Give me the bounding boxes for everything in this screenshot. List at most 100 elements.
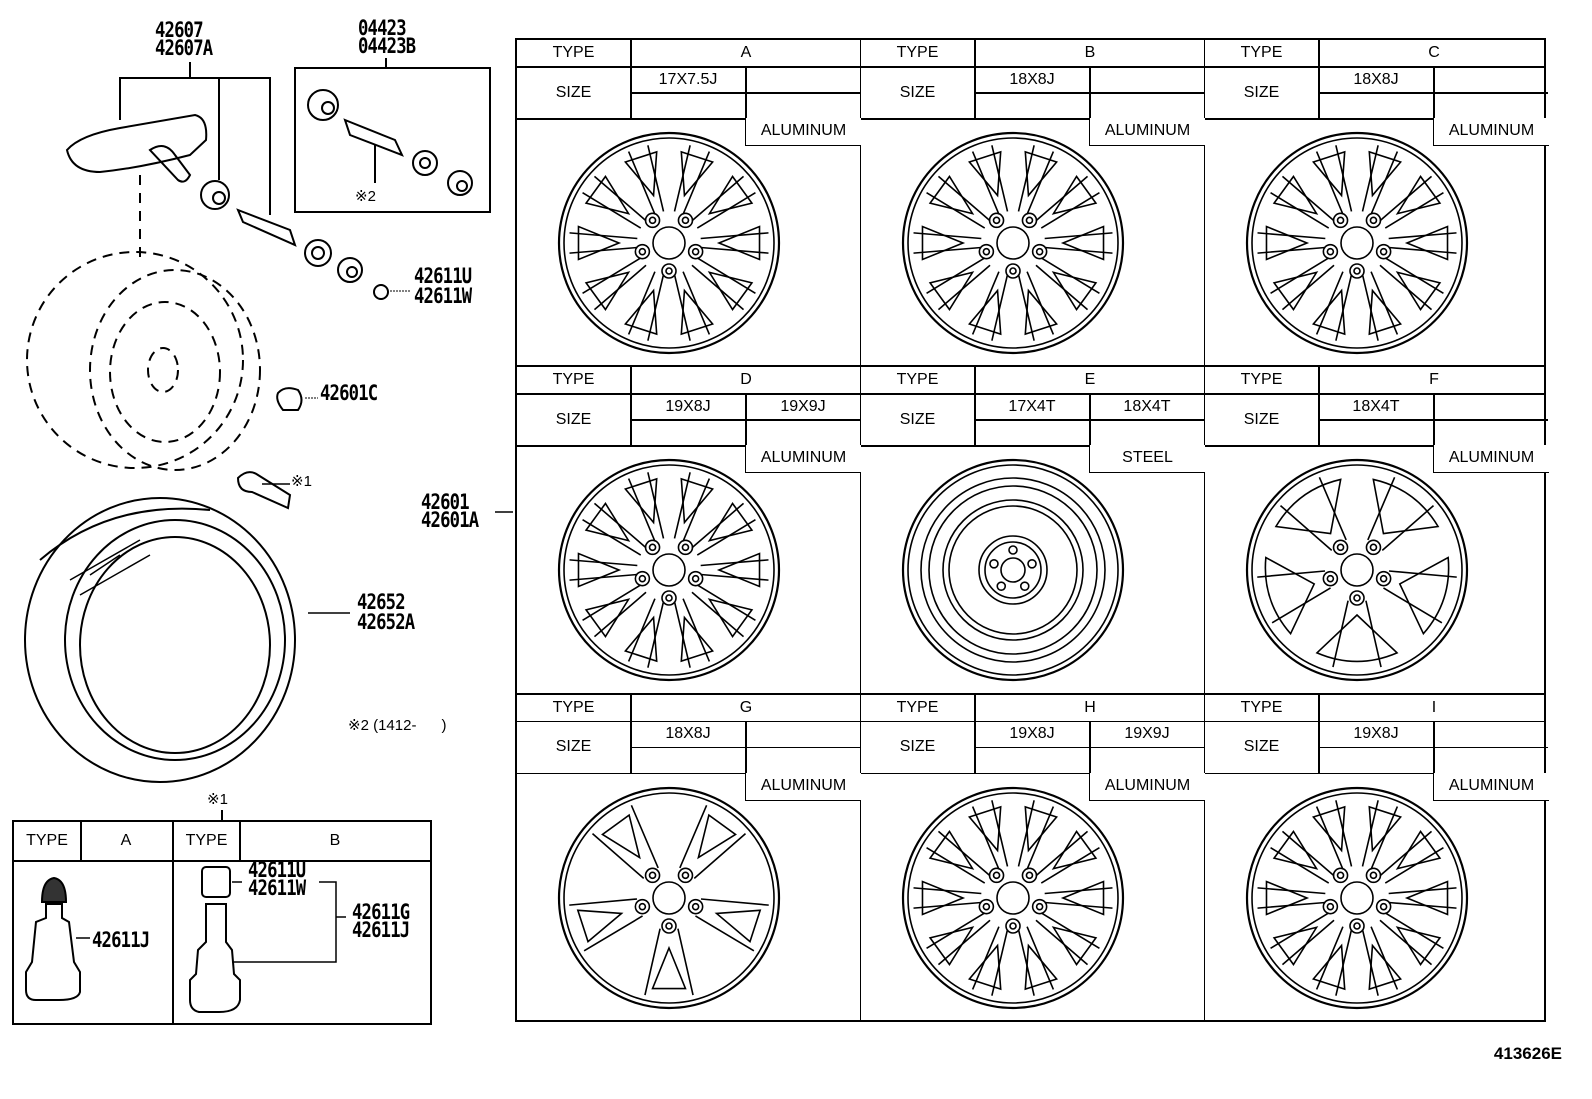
type-label: TYPE bbox=[1240, 698, 1283, 716]
size-value-2 bbox=[1090, 67, 1204, 92]
divider bbox=[517, 772, 860, 775]
part-number-42601c[interactable]: 42601C bbox=[320, 381, 378, 405]
part-number-04423b[interactable]: 04423B bbox=[358, 34, 416, 58]
divider bbox=[517, 445, 860, 447]
divider bbox=[517, 720, 860, 723]
size-label: SIZE bbox=[899, 738, 936, 756]
divider bbox=[1205, 720, 1544, 723]
divider bbox=[630, 694, 632, 773]
type-label: TYPE bbox=[1240, 371, 1283, 389]
part-number-04423[interactable]: 04423 bbox=[358, 16, 407, 40]
material-label: ALUMINUM bbox=[1089, 118, 1205, 146]
wheel-illustration-split-spoke bbox=[901, 786, 1125, 1009]
divider bbox=[1318, 694, 1320, 773]
footnote-note-2: ※2 (1412- ) bbox=[348, 717, 447, 734]
part-number-42611w[interactable]: 42611W bbox=[414, 284, 472, 308]
size-value-2 bbox=[746, 722, 860, 747]
type-value: D bbox=[740, 371, 752, 389]
size-value-1: 18X8J bbox=[665, 725, 711, 743]
divider bbox=[745, 393, 747, 446]
part-number-42652a[interactable]: 42652A bbox=[357, 610, 415, 634]
valve-type-a-label: TYPE bbox=[26, 832, 68, 849]
size-label: SIZE bbox=[1243, 410, 1280, 428]
divider bbox=[861, 445, 1204, 447]
size-value-1: 18X8J bbox=[1353, 70, 1399, 88]
divider bbox=[630, 367, 632, 446]
size-label: SIZE bbox=[555, 410, 592, 428]
divider bbox=[1433, 66, 1435, 118]
type-label: TYPE bbox=[1240, 44, 1283, 61]
divider bbox=[974, 40, 976, 118]
part-number-42611u-b[interactable]: 42611U bbox=[248, 858, 306, 882]
material-label: ALUMINUM bbox=[745, 118, 861, 146]
type-value: C bbox=[1428, 44, 1440, 61]
part-number-42601a[interactable]: 42601A bbox=[421, 508, 479, 532]
size-value-1: 19X8J bbox=[1353, 725, 1399, 743]
divider bbox=[630, 40, 632, 118]
divider bbox=[974, 367, 976, 446]
material-label: ALUMINUM bbox=[745, 772, 861, 801]
part-number-42607[interactable]: 42607 bbox=[155, 18, 204, 42]
type-label: TYPE bbox=[896, 371, 939, 389]
wheel-illustration-spare-steel bbox=[901, 459, 1125, 682]
divider bbox=[974, 694, 976, 773]
type-label: TYPE bbox=[896, 698, 939, 716]
part-number-42611j-a[interactable]: 42611J bbox=[92, 928, 150, 952]
size-value-2 bbox=[1434, 722, 1548, 747]
size-value-2: 19X9J bbox=[1124, 725, 1170, 743]
note-1-marker: ※1 bbox=[291, 473, 312, 490]
divider bbox=[745, 66, 747, 118]
size-value-1: 19X8J bbox=[1009, 725, 1055, 743]
type-value: A bbox=[740, 44, 752, 61]
part-number-42611g-b[interactable]: 42611G bbox=[352, 900, 410, 924]
size-value-2 bbox=[1434, 394, 1548, 419]
part-number-42611u[interactable]: 42611U bbox=[414, 264, 472, 288]
part-number-42601[interactable]: 42601 bbox=[421, 490, 470, 514]
size-value-2 bbox=[746, 67, 860, 92]
divider bbox=[1089, 720, 1091, 773]
divider bbox=[1205, 118, 1544, 120]
size-label: SIZE bbox=[555, 738, 592, 756]
type-label: TYPE bbox=[896, 44, 939, 61]
part-number-42607a[interactable]: 42607A bbox=[155, 36, 213, 60]
part-number-42611w-b[interactable]: 42611W bbox=[248, 876, 306, 900]
divider bbox=[1433, 720, 1435, 773]
wheel-illustration-5-double-spoke bbox=[557, 459, 781, 682]
material-label: ALUMINUM bbox=[1089, 772, 1205, 801]
divider bbox=[861, 393, 1204, 395]
size-value-2: 18X4T bbox=[1123, 397, 1171, 415]
divider bbox=[1205, 772, 1544, 775]
size-value-2 bbox=[1434, 67, 1548, 92]
valve-type-b-label: TYPE bbox=[185, 832, 228, 849]
valve-type-a-value: A bbox=[120, 832, 132, 849]
divider bbox=[1318, 40, 1320, 118]
divider bbox=[1205, 393, 1544, 395]
size-value-1: 18X8J bbox=[1009, 70, 1055, 88]
divider bbox=[1433, 393, 1435, 446]
wheel-illustration-5-double-spoke bbox=[557, 131, 781, 355]
size-label: SIZE bbox=[1243, 83, 1280, 101]
material-label: ALUMINUM bbox=[1433, 772, 1549, 801]
divider bbox=[517, 393, 860, 395]
material-label: ALUMINUM bbox=[745, 445, 861, 474]
part-number-42652[interactable]: 42652 bbox=[357, 590, 406, 614]
size-value-2: 19X9J bbox=[780, 397, 826, 415]
part-number-42611j-b[interactable]: 42611J bbox=[352, 918, 410, 942]
size-value-1: 18X4T bbox=[1352, 397, 1400, 415]
valve-table-note: ※1 bbox=[207, 791, 228, 808]
size-label: SIZE bbox=[555, 83, 592, 101]
size-value-1: 19X8J bbox=[665, 397, 711, 415]
wheel-illustration-multi-spoke bbox=[1245, 786, 1469, 1009]
size-label: SIZE bbox=[1243, 738, 1280, 756]
